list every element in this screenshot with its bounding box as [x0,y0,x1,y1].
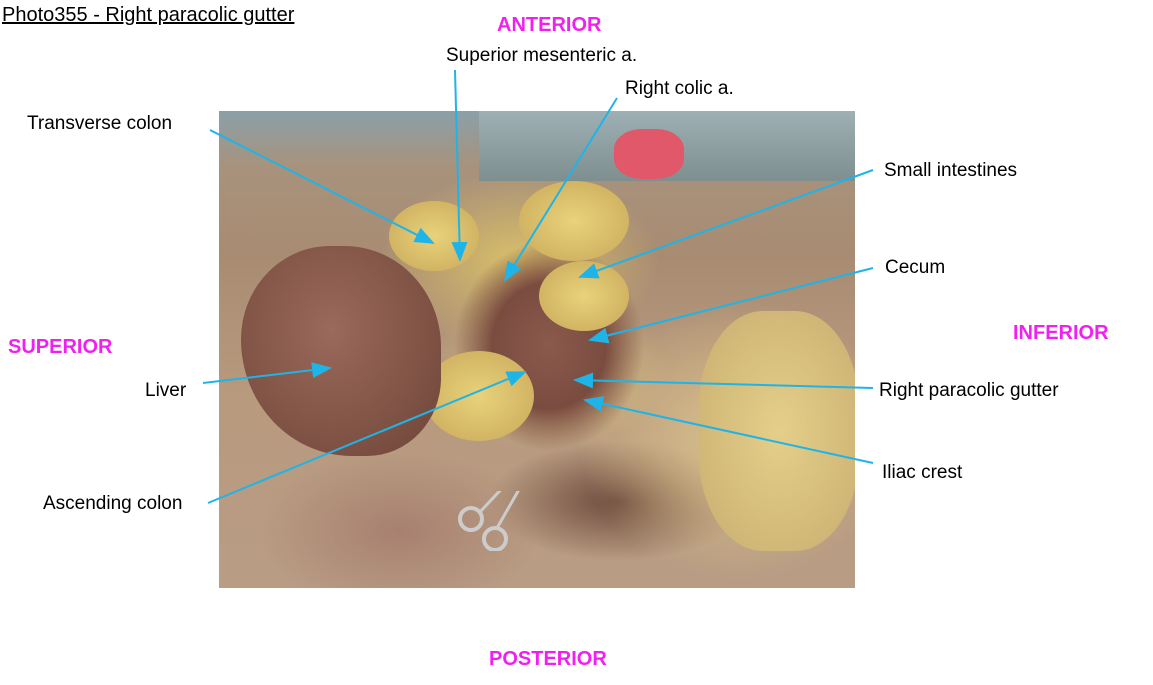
orientation-superior: SUPERIOR [8,336,113,358]
orientation-inferior: INFERIOR [1013,322,1109,344]
label-liver: Liver [145,380,187,401]
label-small-intestines: Small intestines [884,160,1018,181]
label-right-colic: Right colic a. [625,78,734,99]
label-transverse-colon: Transverse colon [27,113,173,134]
leader-right-colic [503,97,618,282]
fat-tissue [519,181,629,261]
background-bag [614,129,684,179]
leader-iliac-crest [583,396,874,464]
scissors-icon [458,491,520,551]
leader-cecum [588,267,874,344]
label-cecum: Cecum [885,257,946,278]
fat-tissue [424,351,534,441]
leader-superior-mesenteric [451,69,468,262]
leader-liver [202,362,332,384]
label-iliac-crest: Iliac crest [882,462,963,483]
orientation-posterior: POSTERIOR [489,648,607,670]
dissection-photo [219,111,855,588]
leader-right-paracolic-gutter [573,372,874,389]
orientation-anterior: ANTERIOR [497,14,602,36]
label-ascending-colon: Ascending colon [43,493,183,514]
leader-transverse-colon [209,129,435,244]
leader-ascending-colon [207,371,527,504]
label-right-paracolic-gutter: Right paracolic gutter [879,380,1059,401]
label-superior-mesenteric: Superior mesenteric a. [446,45,638,66]
leader-small-intestines [578,169,874,279]
page-title: Photo355 - Right paracolic gutter [2,4,295,26]
